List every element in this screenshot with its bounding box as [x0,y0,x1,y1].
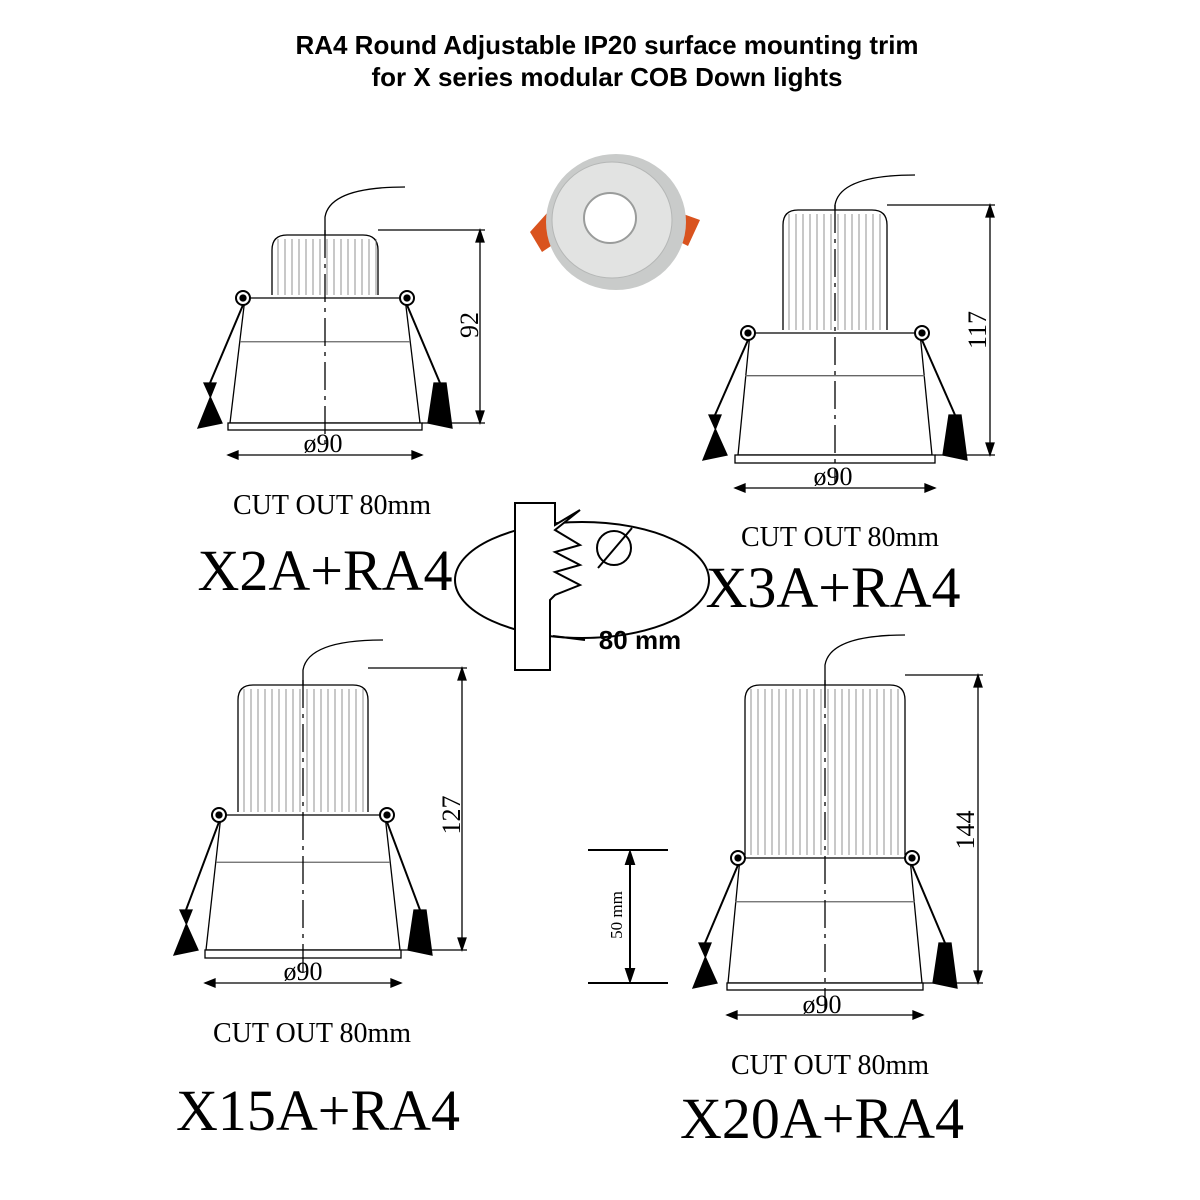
spring-arm [911,864,946,944]
diameter-label-x3a: ø90 [814,462,853,491]
spring-tip [172,909,199,956]
spring-tip [196,382,223,429]
spring-arm [704,864,739,944]
power-wire [324,186,406,235]
spring-arm [209,304,244,384]
diameter-arrows [226,450,424,460]
ceiling-depth-label: 50 mm [607,891,626,939]
height-label-x15a: 127 [437,796,466,835]
cutout-label-x15a: CUT OUT 80mm [213,1018,411,1049]
cutout-label-x20a: CUT OUT 80mm [731,1050,929,1081]
spring-arm [386,821,421,911]
diameter-arrows [733,483,937,493]
diameter-label-x15a: ø90 [284,957,323,986]
height-label-x20a: 144 [951,811,980,850]
model-name-x2a: X2A+RA4 [197,538,452,603]
diameter-arrows [203,978,403,988]
spring-arm [921,339,956,416]
light-drawing-x3a [701,174,995,493]
spring-tip [932,942,958,989]
title-line-2: for X series modular COB Down lights [372,62,843,92]
model-name-x3a: X3A+RA4 [705,555,960,620]
power-wire [824,634,906,685]
cutout-label-x2a: CUT OUT 80mm [233,490,431,521]
height-arrows [973,672,983,986]
cutout-label-x3a: CUT OUT 80mm [741,522,939,553]
diameter-symbol-slash [597,527,633,569]
spring-arm [185,821,220,911]
cutout-ellipse [454,521,710,639]
model-name-x15a: X15A+RA4 [176,1078,460,1143]
spring-arm [406,304,441,384]
height-label-x3a: 117 [963,311,992,349]
spring-pivot-center [215,811,223,819]
spring-pivot-center [918,329,926,337]
spring-tip [691,942,718,989]
height-arrows [457,665,467,953]
light-drawing-x15a [172,639,467,988]
light-drawing-x20a [691,634,983,1020]
cutout-diameter-label: 80 mm [599,625,681,655]
ceiling-section [514,502,583,671]
spring-pivot-center [383,811,391,819]
trim-photo [530,154,700,290]
height-arrows [985,202,995,458]
height-label-x2a: 92 [455,312,484,338]
trim-body [229,297,421,424]
diameter-symbol-circle [596,530,632,566]
leader-line [552,635,586,641]
model-name-x20a: X20A+RA4 [680,1086,964,1151]
light-drawing-x2a [196,186,485,460]
height-arrows [475,227,485,426]
dim-arrows [624,848,636,985]
spring-pivot-center [908,854,916,862]
spring-tip [407,909,433,956]
power-wire [834,174,916,210]
spring-tip [701,414,728,461]
power-wire [302,639,384,685]
diameter-label-x2a: ø90 [304,429,343,458]
diameter-arrows [725,1010,925,1020]
diameter-label-x20a: ø90 [803,990,842,1019]
spring-tip [427,382,453,429]
cutout-detail [454,502,710,671]
ceiling-depth-dimension [588,848,668,985]
spring-pivot-center [734,854,742,862]
spring-pivot-center [744,329,752,337]
spring-arm [714,339,749,416]
spring-pivot-center [403,294,411,302]
title-line-1: RA4 Round Adjustable IP20 surface mounti… [295,30,918,60]
trim-aperture [583,192,637,244]
spring-pivot-center [239,294,247,302]
spring-tip [942,414,968,461]
